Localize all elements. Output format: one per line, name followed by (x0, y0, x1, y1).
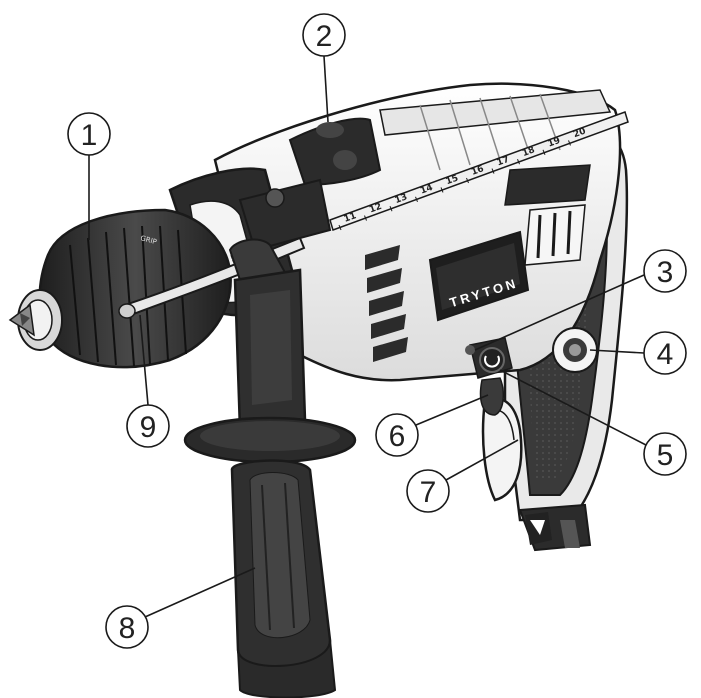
ruler-number: 20 (572, 127, 587, 141)
ruler-number: 13 (394, 192, 409, 206)
callout-circle-8 (105, 605, 149, 649)
callout-number-6: 6 (389, 420, 406, 453)
cord-guard (518, 503, 592, 552)
ruler-tick (364, 215, 367, 221)
ruler-number: 19 (547, 136, 562, 150)
ruler-tick (389, 206, 393, 212)
callout-number-9: 9 (140, 411, 157, 444)
callout-circle-6 (375, 413, 419, 457)
depth-scale: 11 12 13 14 15 16 17 18 19 20 (329, 111, 629, 231)
ruler-tick (568, 140, 571, 146)
ruler-number: 12 (368, 202, 383, 216)
ruler-number: 17 (496, 155, 511, 169)
callout-number-2: 2 (316, 20, 333, 53)
ruler-tick (440, 187, 444, 193)
callout-number-4: 4 (657, 338, 674, 371)
callout-number-5: 5 (657, 439, 674, 472)
ruler-tick (338, 224, 342, 231)
ruler-number: 14 (419, 183, 434, 197)
callout-number-1: 1 (81, 119, 98, 152)
ruler-tick (517, 159, 520, 165)
ruler-tick (491, 168, 495, 174)
callout-number-3: 3 (657, 256, 674, 289)
ruler-number: 16 (470, 164, 485, 178)
callout-number-7: 7 (420, 476, 437, 509)
ruler-tick (415, 196, 418, 202)
ruler-tick (542, 149, 546, 155)
ruler-tick (466, 177, 469, 184)
ruler-number: 15 (445, 174, 460, 188)
callout-numbers: 1 2 3 4 5 6 7 8 9 (81, 20, 674, 645)
ruler-number: 18 (521, 145, 536, 159)
callout-circle-5 (643, 432, 687, 476)
ruler-number: 11 (343, 211, 358, 225)
callouts (67, 13, 687, 649)
callout-number-8: 8 (119, 612, 136, 645)
keyless-chuck: GRIP (8, 208, 232, 369)
callout-circle-7 (406, 469, 450, 513)
callout-circle-3 (643, 249, 687, 293)
auxiliary-handle (183, 268, 357, 698)
